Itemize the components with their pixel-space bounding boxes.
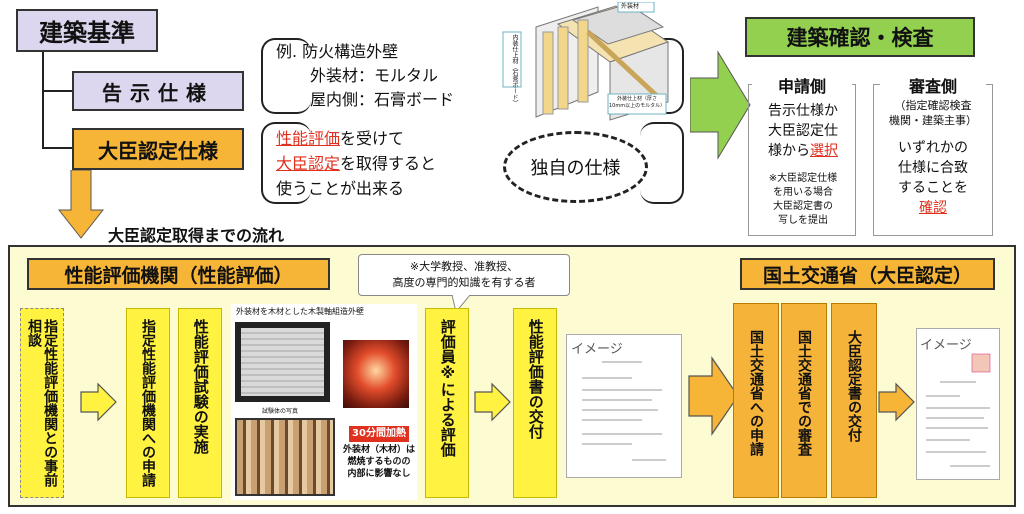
example-line: 外装材：モルタル — [310, 66, 439, 85]
wall-label-top: 外装材 — [621, 3, 640, 10]
desc-text: 使うことが出来る — [276, 179, 405, 198]
right-arrow-icon — [688, 356, 739, 436]
right-arrow-icon — [80, 382, 117, 422]
wall-label-left: 内装仕上材（石膏ボード） — [511, 34, 518, 106]
down-arrow-icon — [58, 170, 104, 239]
photo-caption: 外装材を木材とした木製軸組造外壁 — [236, 307, 364, 316]
note-line: 写しを提出 — [778, 215, 828, 226]
step-apply-org: 指定性能評価機関への申請 — [126, 308, 170, 498]
reviewer-sub-line: 機関・建築主事） — [889, 114, 977, 127]
right-arrow-icon — [878, 382, 915, 422]
desc-text: を取得すると — [340, 154, 437, 173]
step-prior-consultation: 指定性能評価機関との事前相談 — [20, 308, 64, 498]
red-term: 大臣認定 — [276, 154, 341, 173]
image-document-1 — [566, 334, 682, 478]
tree-connector — [42, 147, 72, 149]
step-issue-cert: 大臣認定書の交付 — [831, 303, 877, 498]
example-bracket — [261, 38, 311, 114]
test-result: 外装材（木材）は 燃焼するものの 内部に影響なし — [340, 444, 418, 480]
red-term: 確認 — [919, 200, 947, 216]
tree-connector — [42, 90, 72, 92]
image-document-2 — [916, 328, 1000, 480]
applicant-text: 告示仕様か 大臣認定仕 様から選択 — [751, 101, 855, 161]
image-label: イメージ — [920, 338, 972, 353]
right-arrow-icon — [474, 382, 511, 422]
test-specimen-photo — [235, 322, 330, 402]
red-term: 選択 — [810, 143, 838, 159]
image-label: イメージ — [571, 342, 623, 357]
wall-section-diagram — [502, 2, 670, 121]
applicant-line: 告示仕様か — [768, 103, 838, 119]
applicant-line: 様から — [768, 143, 810, 159]
reviewer-header: 審査側 — [880, 73, 986, 97]
notified-spec-box: 告示仕様 — [72, 71, 244, 111]
step-test: 性能評価試験の実施 — [178, 308, 222, 498]
flow-label: 大臣認定取得までの流れ — [108, 226, 285, 245]
result-line: 燃焼するものの — [347, 457, 411, 467]
document-lines — [926, 353, 991, 467]
callout-line: 高度の専門的知識を有する者 — [392, 276, 536, 289]
reviewer-line: いずれかの — [898, 140, 968, 156]
applicant-note: ※大臣認定仕様 を用いる場合 大臣認定書の 写しを提出 — [751, 172, 855, 228]
example-line: 屋内側：石膏ボード — [310, 90, 455, 109]
red-term: 性能評価 — [276, 129, 341, 148]
note-line: を用いる場合 — [773, 187, 833, 198]
reviewer-sub: （指定確認検査 機関・建築主事） — [874, 98, 992, 128]
original-spec-ellipse: 独自の仕様 — [503, 131, 648, 203]
note-line: ※大臣認定仕様 — [768, 173, 838, 184]
minister-desc: 性能評価を受けて 大臣認定を取得すると 使うことが出来る — [276, 126, 436, 201]
confirm-title: 建築確認・検査 — [745, 17, 975, 57]
example-text: 例. 防火構造外壁 外装材：モルタル 屋内側：石膏ボード — [276, 40, 454, 112]
reviewer-line: することを — [898, 180, 968, 196]
reviewer-sub-line: （指定確認検査 — [894, 99, 972, 112]
title-kenchiku-kijun: 建築基準 — [16, 9, 158, 52]
mlit-title: 国土交通省（大臣認定） — [740, 258, 995, 290]
note-line: 大臣認定書の — [773, 201, 833, 212]
applicant-header: 申請側 — [752, 73, 852, 97]
step-review: 国土交通省での審査 — [781, 303, 827, 498]
tree-connector — [42, 52, 44, 148]
minister-desc-bracket — [261, 122, 311, 204]
result-line: 内部に影響なし — [347, 469, 411, 479]
desc-text: を受けて — [340, 129, 405, 148]
callout-line: ※大学教授、准教授、 — [409, 260, 519, 273]
evaluator-callout: ※大学教授、准教授、 高度の専門的知識を有する者 — [358, 254, 570, 296]
applicant-line: 大臣認定仕 — [768, 123, 838, 139]
step-apply-mlit: 国土交通省への申請 — [733, 303, 779, 498]
reviewer-text: いずれかの 仕様に合致 することを 確認 — [874, 138, 992, 218]
heat-label: 30分間加熱 — [349, 426, 409, 442]
example-line: 例. 防火構造外壁 — [276, 42, 399, 61]
wall-label-bottom: 外装仕上材（厚さ10mm以上のモルタル） — [609, 96, 666, 109]
right-arrow-icon — [690, 50, 751, 160]
minister-spec-box: 大臣認定仕様 — [72, 128, 244, 170]
document-lines — [582, 361, 666, 461]
charred-photo — [235, 418, 335, 496]
result-line: 外装材（木材）は — [342, 445, 415, 455]
step-evaluation: 評価員※による評価 — [425, 308, 469, 498]
callout-pointer — [451, 295, 471, 313]
sample-label: 試験体の写真 — [262, 408, 299, 415]
burning-photo — [343, 340, 409, 408]
right-bracket — [640, 122, 684, 204]
step-issue-report: 性能評価書の交付 — [513, 308, 557, 498]
reviewer-line: 仕様に合致 — [898, 160, 968, 176]
eval-org-title: 性能評価機関（性能評価） — [27, 258, 330, 290]
